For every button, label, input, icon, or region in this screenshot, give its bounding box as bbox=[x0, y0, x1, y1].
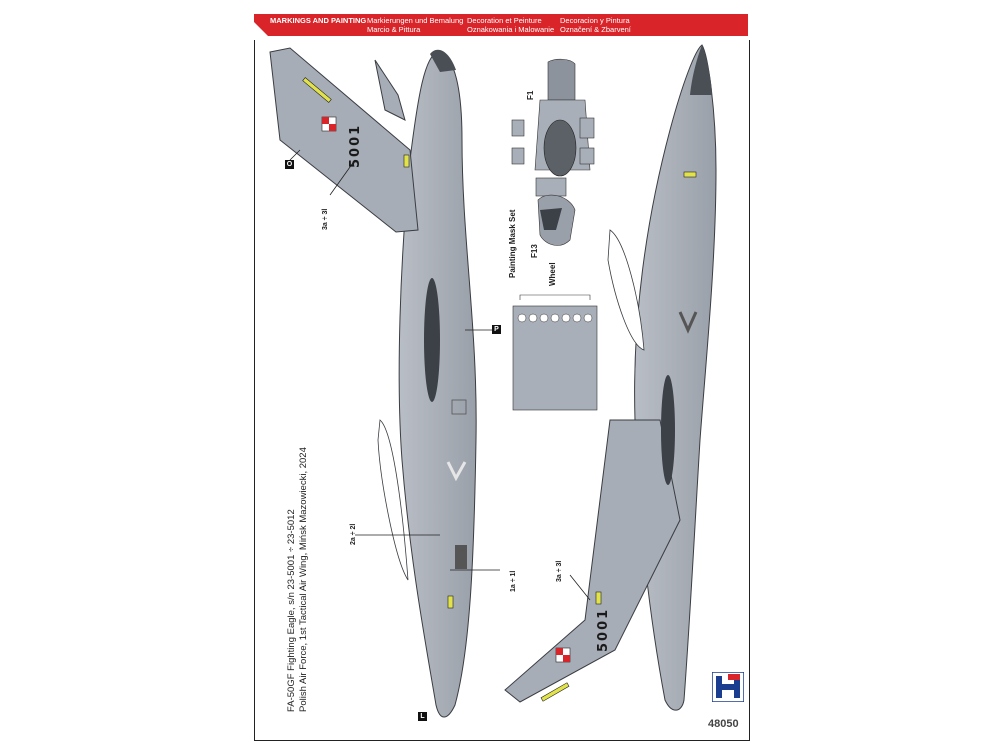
header-title-de: Markierungen und Bemalung bbox=[367, 16, 464, 25]
scheme-caption: FA-50GF Fighting Eagle, s/n 23-5001 ÷ 23… bbox=[286, 447, 310, 712]
header-title-es: Decoracion y Pintura bbox=[560, 16, 630, 25]
hobby-2000-logo bbox=[712, 672, 744, 702]
header-title-fr: Decoration et Peinture bbox=[467, 16, 542, 25]
header-title-pl: Oznakowania i Malowanie bbox=[467, 25, 555, 34]
header-title-it: Marcio & Pittura bbox=[367, 25, 421, 34]
mask-label-wheel: Wheel bbox=[548, 262, 557, 286]
callout-p: P bbox=[492, 325, 501, 334]
painting-mask-diagrams bbox=[511, 58, 598, 411]
mask-set-title: Painting Mask Set bbox=[508, 209, 517, 278]
caption-aircraft: FA-50GF Fighting Eagle, s/n 23-5001 ÷ 23… bbox=[286, 509, 297, 712]
callout-1a-1l: 1a ÷ 1l bbox=[510, 570, 517, 592]
header-banner: MARKINGS AND PAINTING Markierungen und B… bbox=[254, 14, 748, 36]
polish-roundel-right bbox=[555, 647, 571, 663]
serial-number-right: 5001 bbox=[596, 607, 611, 652]
header-title-en: MARKINGS AND PAINTING bbox=[270, 16, 367, 25]
mask-label-f1: F1 bbox=[526, 90, 535, 100]
callout-o: O bbox=[285, 160, 294, 169]
aircraft-left-profile bbox=[269, 47, 500, 718]
mask-label-f13: F13 bbox=[530, 244, 539, 258]
callout-3a-3l-upper: 3a ÷ 3l bbox=[322, 208, 329, 230]
callout-2a-2l: 2a ÷ 2l bbox=[350, 523, 357, 545]
polish-roundel-left bbox=[321, 116, 337, 132]
header-col-2: Markierungen und Bemalung Marcio & Pittu… bbox=[367, 16, 463, 34]
header-col-4: Decoracion y Pintura Označení & Zbarvení bbox=[560, 16, 631, 34]
caption-unit: Polish Air Force, 1st Tactical Air Wing,… bbox=[298, 447, 309, 712]
banner-shape bbox=[254, 14, 748, 36]
callout-3a-3l-lower: 3a ÷ 3l bbox=[556, 560, 563, 582]
aircraft-right-profile bbox=[504, 44, 717, 711]
kit-number: 48050 bbox=[708, 718, 739, 730]
header-col-3: Decoration et Peinture Oznakowania i Mal… bbox=[467, 16, 554, 34]
serial-number-left: 5001 bbox=[348, 123, 363, 168]
sheet-frame bbox=[254, 40, 750, 741]
header-title-cz: Označení & Zbarvení bbox=[560, 25, 631, 34]
callout-bottom-box: L bbox=[418, 712, 427, 721]
header-col-1: MARKINGS AND PAINTING bbox=[270, 16, 366, 25]
